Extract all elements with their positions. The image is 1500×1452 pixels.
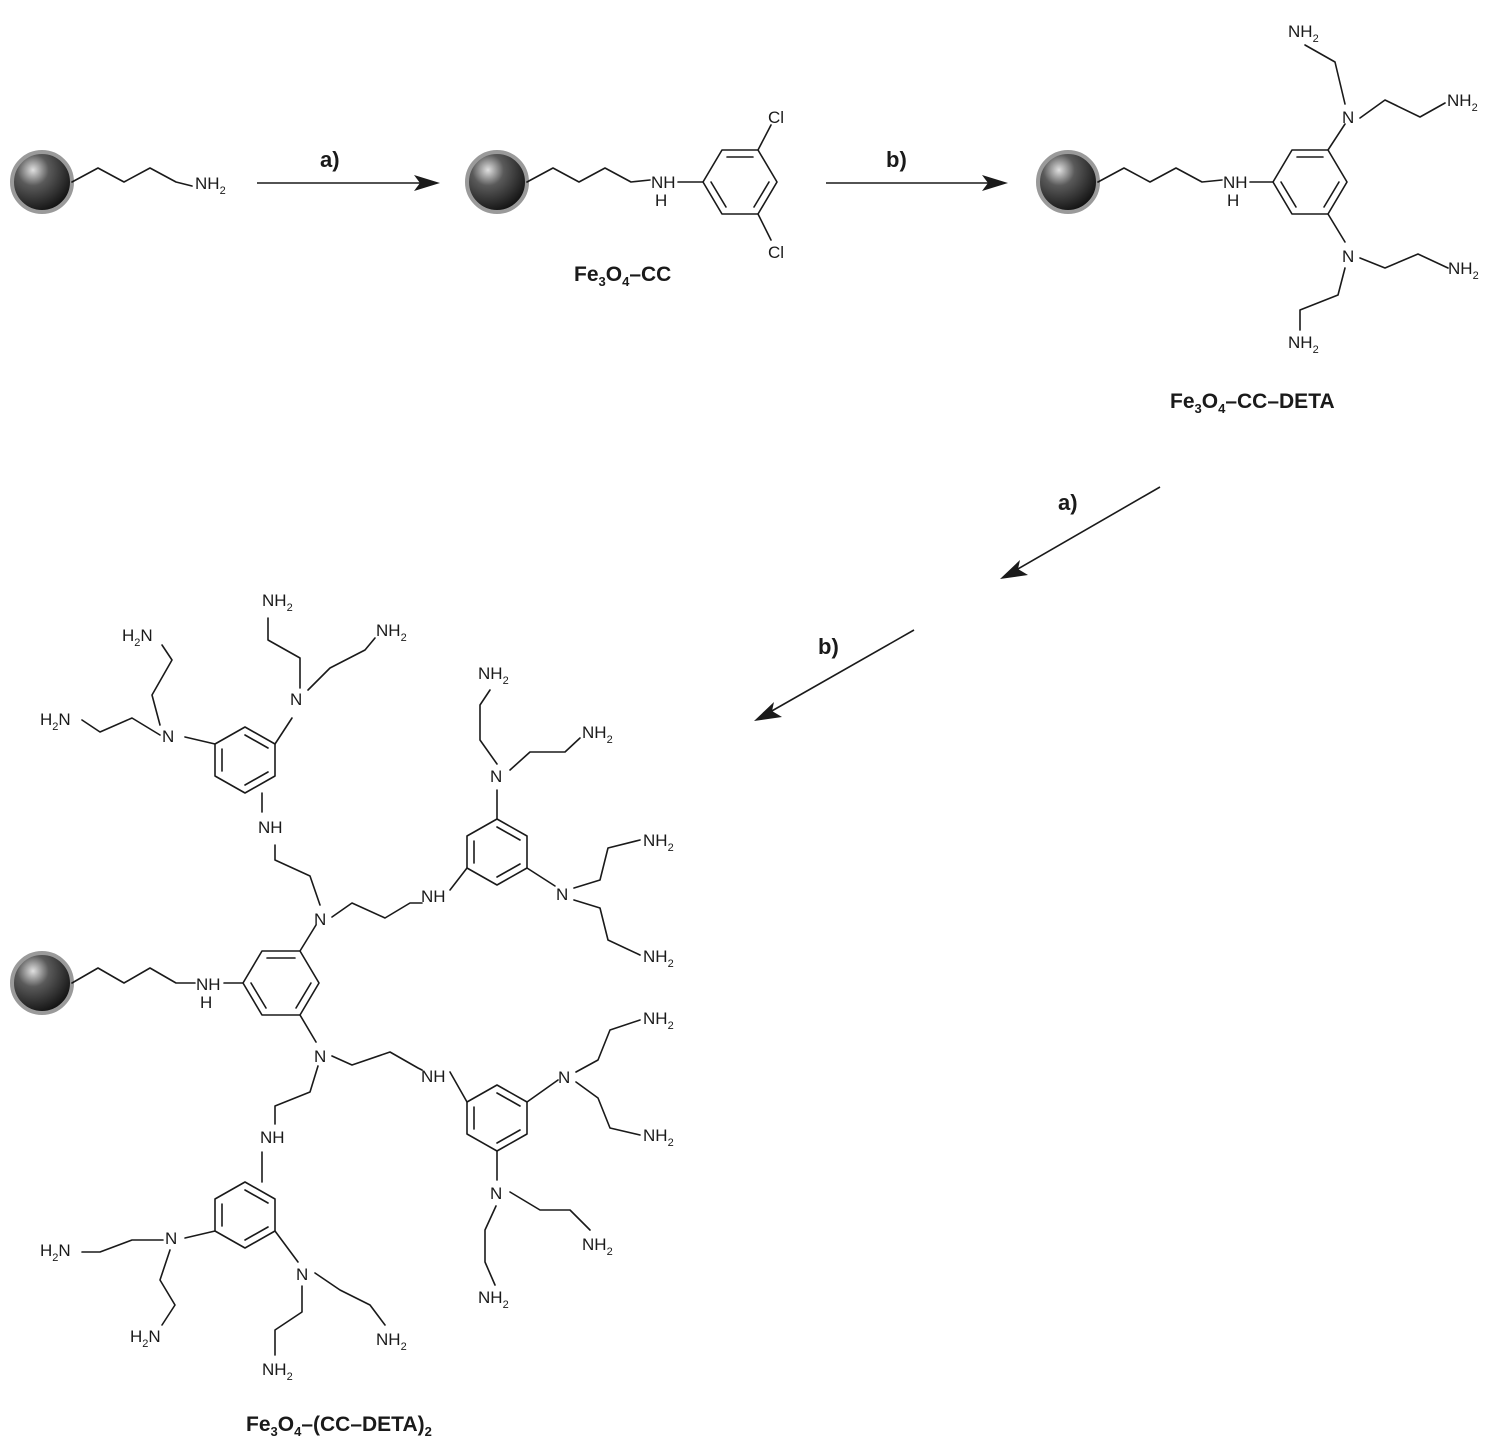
step-label-a-2: a) — [1058, 490, 1078, 515]
svg-text:NH2: NH2 — [478, 1288, 509, 1311]
svg-text:NH2: NH2 — [643, 1126, 674, 1149]
compound-fe3o4-cc: NH H Cl Cl Fe3O4–CC — [465, 108, 784, 289]
svg-text:NH2: NH2 — [1448, 259, 1479, 282]
step-label-a-1: a) — [320, 147, 340, 172]
svg-text:NH2: NH2 — [582, 723, 613, 746]
step-arrow-a-2: a) — [1000, 486, 1161, 579]
svg-text:H: H — [1227, 191, 1239, 210]
nanoparticle-bead-3 — [1036, 150, 1100, 214]
aminopropyl-nanoparticle: NH2 — [10, 150, 226, 214]
svg-text:NH: NH — [258, 818, 283, 837]
svg-text:N: N — [556, 885, 568, 904]
svg-text:N: N — [1342, 247, 1354, 266]
svg-text:NH2: NH2 — [1288, 333, 1319, 356]
svg-text:H2N: H2N — [122, 626, 153, 649]
svg-text:NH2: NH2 — [262, 591, 293, 614]
svg-text:NH2: NH2 — [262, 1360, 293, 1383]
amine-label: NH — [195, 174, 220, 193]
svg-text:H2N: H2N — [130, 1327, 161, 1350]
svg-text:H2N: H2N — [40, 710, 71, 733]
svg-text:NH2: NH2 — [643, 1009, 674, 1032]
svg-text:H: H — [655, 191, 667, 210]
svg-text:NH: NH — [1223, 173, 1248, 192]
svg-text:NH2: NH2 — [195, 174, 226, 197]
compound-fe3o4-cc-deta-2: NH H N NH NH N NH NH N H2N — [10, 591, 674, 1439]
svg-text:NH: NH — [196, 975, 221, 994]
svg-text:NH2: NH2 — [376, 1330, 407, 1353]
svg-text:N: N — [314, 1047, 326, 1066]
step-arrow-b-1: b) — [826, 147, 1008, 191]
nanoparticle-bead-2 — [465, 150, 529, 214]
svg-text:NH2: NH2 — [1288, 22, 1319, 45]
svg-text:NH2: NH2 — [582, 1235, 613, 1258]
compound-label-fe3o4-cc: Fe3O4–CC — [574, 263, 671, 289]
svg-text:Cl: Cl — [768, 243, 784, 262]
svg-text:N: N — [162, 727, 174, 746]
compound-label-fe3o4-cc-deta-2: Fe3O4–(CC–DETA)2 — [246, 1413, 432, 1439]
svg-text:NH: NH — [421, 1067, 446, 1086]
svg-text:N: N — [1342, 108, 1354, 127]
compound-label-fe3o4-cc-deta: Fe3O4–CC–DETA — [1170, 390, 1335, 416]
svg-text:NH2: NH2 — [643, 831, 674, 854]
svg-text:N: N — [165, 1229, 177, 1248]
step-arrow-a-1: a) — [257, 147, 440, 191]
svg-text:N: N — [490, 767, 502, 786]
svg-text:H2N: H2N — [40, 1241, 71, 1264]
compound-fe3o4-cc-deta: NH H N NH2 NH2 N NH2 NH2 Fe3O4–CC–DETA — [1036, 22, 1479, 416]
svg-text:N: N — [558, 1068, 570, 1087]
svg-text:N: N — [490, 1184, 502, 1203]
svg-text:N: N — [314, 910, 326, 929]
svg-text:H: H — [200, 993, 212, 1012]
svg-text:N: N — [296, 1265, 308, 1284]
svg-text:NH: NH — [260, 1128, 285, 1147]
svg-text:NH2: NH2 — [376, 621, 407, 644]
nanoparticle-bead-4 — [10, 951, 74, 1015]
svg-text:NH: NH — [421, 887, 446, 906]
svg-text:NH2: NH2 — [643, 947, 674, 970]
step-arrow-b-2: b) — [754, 629, 915, 721]
step-label-b-1: b) — [886, 147, 907, 172]
step-label-b-2: b) — [818, 634, 839, 659]
svg-text:NH2: NH2 — [1447, 91, 1478, 114]
svg-text:NH: NH — [651, 173, 676, 192]
svg-text:NH2: NH2 — [478, 664, 509, 687]
nanoparticle-bead-1 — [10, 150, 74, 214]
svg-text:Cl: Cl — [768, 108, 784, 127]
svg-text:N: N — [290, 690, 302, 709]
